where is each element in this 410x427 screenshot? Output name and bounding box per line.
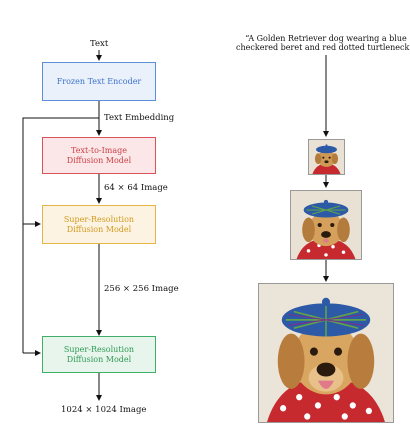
sr2-label-line1: Super-Resolution — [63, 345, 135, 355]
sr2-label-line2: Diffusion Model — [66, 354, 132, 364]
super-resolution-model-2-box: Super-Resolution Diffusion Model — [42, 336, 156, 373]
dog-image-256-drawing — [291, 191, 361, 259]
dog-image-64 — [308, 139, 345, 175]
text-to-image-model-box: Text-to-Image Diffusion Model — [42, 137, 156, 174]
frozen-text-encoder-label: Frozen Text Encoder — [56, 76, 142, 86]
sr1-label-line2: Diffusion Model — [66, 224, 132, 234]
dog-image-1024 — [258, 283, 394, 423]
prompt-quote: “A Golden Retriever dog wearing a blue c… — [226, 34, 410, 52]
output-1024-label: 1024 × 1024 Image — [61, 405, 147, 415]
text-embedding-label: Text Embedding — [104, 113, 175, 123]
prompt-line-2: checkered beret and red dotted turtlenec… — [236, 43, 410, 53]
t2i-label-line2: Diffusion Model — [66, 155, 132, 165]
input-text-label: Text — [90, 39, 109, 49]
edge-64-label: 64 × 64 Image — [104, 183, 168, 193]
dog-image-64-drawing — [309, 140, 344, 174]
edge-256-label: 256 × 256 Image — [104, 284, 179, 294]
sr1-label-line1: Super-Resolution — [63, 215, 135, 225]
super-resolution-model-1-box: Super-Resolution Diffusion Model — [42, 205, 156, 244]
dog-image-256 — [290, 190, 362, 260]
prompt-line-1: “A Golden Retriever dog wearing a blue — [245, 34, 407, 43]
dog-image-1024-drawing — [259, 284, 393, 422]
frozen-text-encoder-box: Frozen Text Encoder — [42, 62, 156, 101]
embedding-branch-line — [22, 117, 99, 353]
t2i-label-line1: Text-to-Image — [71, 146, 127, 156]
